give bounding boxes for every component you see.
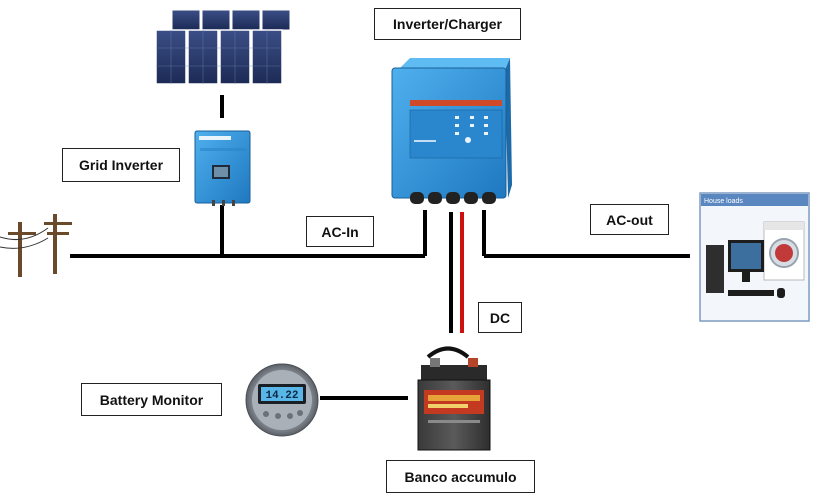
solar-panels-icon (155, 9, 291, 85)
label-battery-monitor: Battery Monitor (81, 383, 222, 416)
utility-pole-icon (0, 214, 72, 277)
battery-monitor-readout: 14.22 (265, 390, 298, 402)
washing-machine-icon (763, 221, 805, 281)
label-battery-bank: Banco accumulo (386, 460, 535, 493)
label-grid-inverter: Grid Inverter (62, 148, 180, 182)
battery-icon (417, 346, 491, 451)
label-ac-out: AC-out (590, 204, 669, 235)
house-loads-title: House loads (704, 198, 743, 205)
house-loads-panel: House loads (699, 192, 810, 322)
label-dc: DC (478, 302, 522, 333)
computer-icon (706, 240, 785, 298)
label-inverter-charger: Inverter/Charger (374, 8, 521, 40)
label-ac-in: AC-In (306, 216, 374, 247)
grid-inverter-icon (194, 130, 251, 206)
wiring (70, 95, 690, 400)
battery-monitor-icon: 14.22 (245, 363, 319, 437)
inverter-charger-icon (391, 58, 512, 204)
